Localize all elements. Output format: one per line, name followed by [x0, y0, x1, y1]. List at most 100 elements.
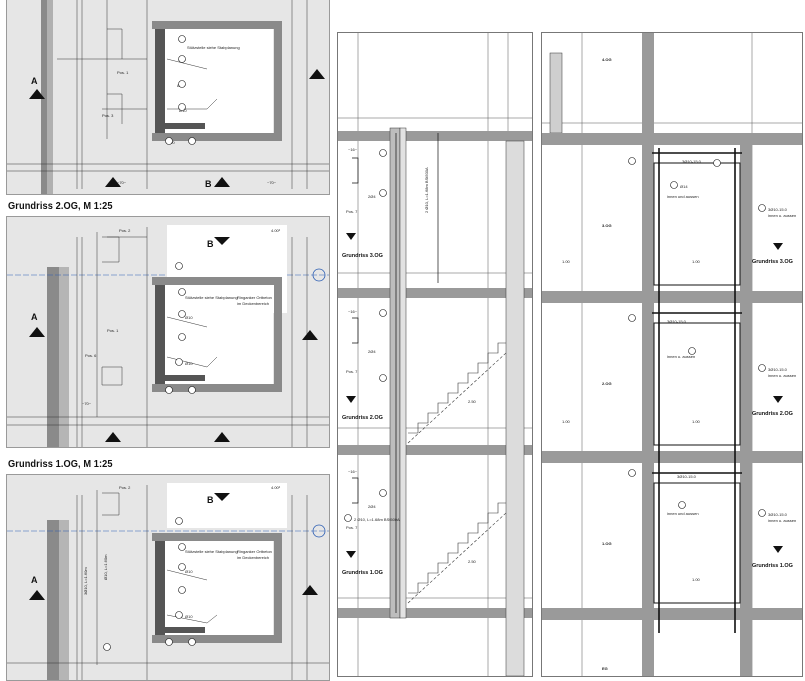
svg-text:innen u. aussen: innen u. aussen [768, 373, 796, 378]
section-mark-a: A [31, 76, 38, 86]
section-a-drawing: ~16~ ~16~ ~16~ 2Ø4 2Ø4 2Ø4 2 Ø10, L=1.68… [338, 33, 532, 676]
svg-text:3Ø10, L=1.60m: 3Ø10, L=1.60m [83, 567, 88, 595]
svg-text:1.00: 1.00 [692, 419, 701, 424]
svg-text:3Ø10-15.0: 3Ø10-15.0 [768, 207, 788, 212]
svg-text:innen und aussen: innen und aussen [667, 511, 699, 516]
svg-text:2Ø4: 2Ø4 [368, 349, 376, 354]
svg-text:~70~: ~70~ [82, 401, 92, 406]
section-marker-triangle-icon [309, 69, 325, 79]
section-a: ~16~ ~16~ ~16~ 2Ø4 2Ø4 2Ø4 2 Ø10, L=1.68… [337, 32, 533, 677]
svg-text:innen und aussen: innen und aussen [667, 194, 699, 199]
level-label-eg: EG [602, 666, 608, 671]
svg-text:Ø10, L=1.60m: Ø10, L=1.60m [103, 554, 108, 580]
svg-text:Ø10: Ø10 [185, 315, 193, 320]
level-label-4og: 4.OG [602, 57, 612, 62]
svg-text:~70~: ~70~ [117, 180, 127, 185]
svg-text:3Ø10-15.0: 3Ø10-15.0 [682, 159, 702, 164]
svg-text:1.00: 1.00 [692, 577, 701, 582]
floor-label-2og: Grundriss 2.OG [342, 415, 383, 421]
plan-bottom: Pos. 2 Ø10, L=1.60m 3Ø10, L=1.60m Stützs… [6, 474, 330, 681]
svg-text:Pos. 2: Pos. 2 [119, 228, 131, 233]
svg-text:Ø14: Ø14 [680, 184, 688, 189]
level-label-3og: 3.OG [602, 223, 612, 228]
section-marker-triangle-icon [214, 177, 230, 187]
svg-text:Pos. 6: Pos. 6 [85, 353, 97, 358]
section-marker-triangle-icon [29, 89, 45, 99]
svg-text:4.00²: 4.00² [271, 485, 281, 490]
svg-text:3Ø10-15.0: 3Ø10-15.0 [667, 319, 687, 324]
section-marker-triangle-icon [773, 396, 783, 403]
position-label: Pos. 7 [346, 209, 358, 214]
axis-circle-icon [312, 268, 326, 282]
svg-text:Stützstelle siehe Stabplanung: Stützstelle siehe Stabplanung [187, 45, 240, 50]
svg-text:innen u. aussen: innen u. aussen [667, 354, 695, 359]
level-label-1og: 1.OG [602, 541, 612, 546]
svg-text:~70~: ~70~ [267, 180, 277, 185]
section-marker-triangle-icon [214, 237, 230, 245]
svg-text:2.50: 2.50 [468, 399, 477, 404]
svg-text:Ø10: Ø10 [185, 569, 193, 574]
section-mark-b: B [207, 495, 214, 505]
section-mark-b: B [207, 239, 214, 249]
section-marker-triangle-icon [105, 432, 121, 442]
section-mark-a: A [31, 312, 38, 322]
svg-text:2 Ø10, L=1.68m BSt500A: 2 Ø10, L=1.68m BSt500A [354, 517, 400, 522]
svg-text:im Deckenbereich: im Deckenbereich [237, 301, 269, 306]
svg-text:~16~: ~16~ [348, 469, 358, 474]
svg-text:im Deckenbereich: im Deckenbereich [237, 555, 269, 560]
section-mark-b: B [205, 179, 212, 189]
caption-2og: Grundriss 2.OG, M 1:25 [8, 200, 113, 212]
svg-text:1.00: 1.00 [692, 259, 701, 264]
section-marker-triangle-icon [773, 546, 783, 553]
plan-top-drawing: Pos. 1 Pos. 3 Stützstelle siehe Stabplan… [7, 0, 329, 194]
floor-label-1og: Grundriss 1.OG [342, 570, 383, 576]
section-marker-triangle-icon [29, 327, 45, 337]
plan-top: Pos. 1 Pos. 3 Stützstelle siehe Stabplan… [6, 0, 330, 195]
plan-middle: Pos. 2 Pos. 1 Pos. 6 ~70~ Stützstelle si… [6, 216, 330, 448]
svg-text:3Ø10-15.0: 3Ø10-15.0 [768, 512, 788, 517]
svg-text:Ringanker Ortbeton: Ringanker Ortbeton [237, 549, 272, 554]
svg-text:1.00: 1.00 [562, 259, 571, 264]
section-marker-triangle-icon [346, 551, 356, 558]
caption-1og: Grundriss 1.OG, M 1:25 [8, 458, 113, 470]
section-mark-a: A [31, 575, 38, 585]
section-marker-triangle-icon [346, 396, 356, 403]
svg-text:Stützstelle siehe Stabplanung: Stützstelle siehe Stabplanung [185, 295, 238, 300]
svg-text:Pos. 3: Pos. 3 [102, 113, 114, 118]
section-marker-triangle-icon [302, 585, 318, 595]
section-marker-triangle-icon [302, 330, 318, 340]
svg-text:~16~: ~16~ [348, 309, 358, 314]
svg-text:3Ø10-15.0: 3Ø10-15.0 [677, 474, 697, 479]
svg-text:4.00²: 4.00² [271, 228, 281, 233]
floor-label-2og: Grundriss 2.OG [752, 411, 793, 417]
svg-text:2 Ø10, L=1.68m BSt500A: 2 Ø10, L=1.68m BSt500A [424, 167, 429, 213]
svg-text:innen u. aussen: innen u. aussen [768, 518, 796, 523]
position-label: Pos. 7 [346, 525, 358, 530]
section-marker-triangle-icon [29, 590, 45, 600]
floor-label-3og: Grundriss 3.OG [342, 253, 383, 259]
svg-text:3Ø10-15.0: 3Ø10-15.0 [768, 367, 788, 372]
svg-text:2.50: 2.50 [468, 559, 477, 564]
svg-text:Ø10: Ø10 [185, 361, 193, 366]
level-label-2og: 2.OG [602, 381, 612, 386]
svg-text:Pos. 1: Pos. 1 [107, 328, 119, 333]
svg-text:2Ø4: 2Ø4 [368, 504, 376, 509]
svg-text:~16~: ~16~ [348, 147, 358, 152]
svg-text:2Ø4: 2Ø4 [368, 194, 376, 199]
svg-text:innen u. aussen: innen u. aussen [768, 213, 796, 218]
svg-text:Stützstelle siehe Stabplanung: Stützstelle siehe Stabplanung [185, 549, 238, 554]
svg-text:Ø10: Ø10 [185, 614, 193, 619]
section-marker-triangle-icon [214, 493, 230, 501]
floor-label-1og: Grundriss 1.OG [752, 563, 793, 569]
svg-text:Pos. 2: Pos. 2 [119, 485, 131, 490]
svg-text:Ringanker Ortbeton: Ringanker Ortbeton [237, 295, 272, 300]
floor-label-3og: Grundriss 3.OG [752, 259, 793, 265]
plan-middle-drawing: Pos. 2 Pos. 1 Pos. 6 ~70~ Stützstelle si… [7, 225, 329, 447]
svg-text:1.00: 1.00 [562, 419, 571, 424]
svg-text:Pos. 1: Pos. 1 [117, 70, 129, 75]
section-marker-triangle-icon [105, 177, 121, 187]
section-marker-triangle-icon [346, 233, 356, 240]
plan-bottom-drawing: Pos. 2 Ø10, L=1.60m 3Ø10, L=1.60m Stützs… [7, 483, 329, 680]
section-b-drawing: Ø14 innen und aussen innen u. aussen inn… [542, 33, 802, 676]
axis-circle-icon [312, 524, 326, 538]
